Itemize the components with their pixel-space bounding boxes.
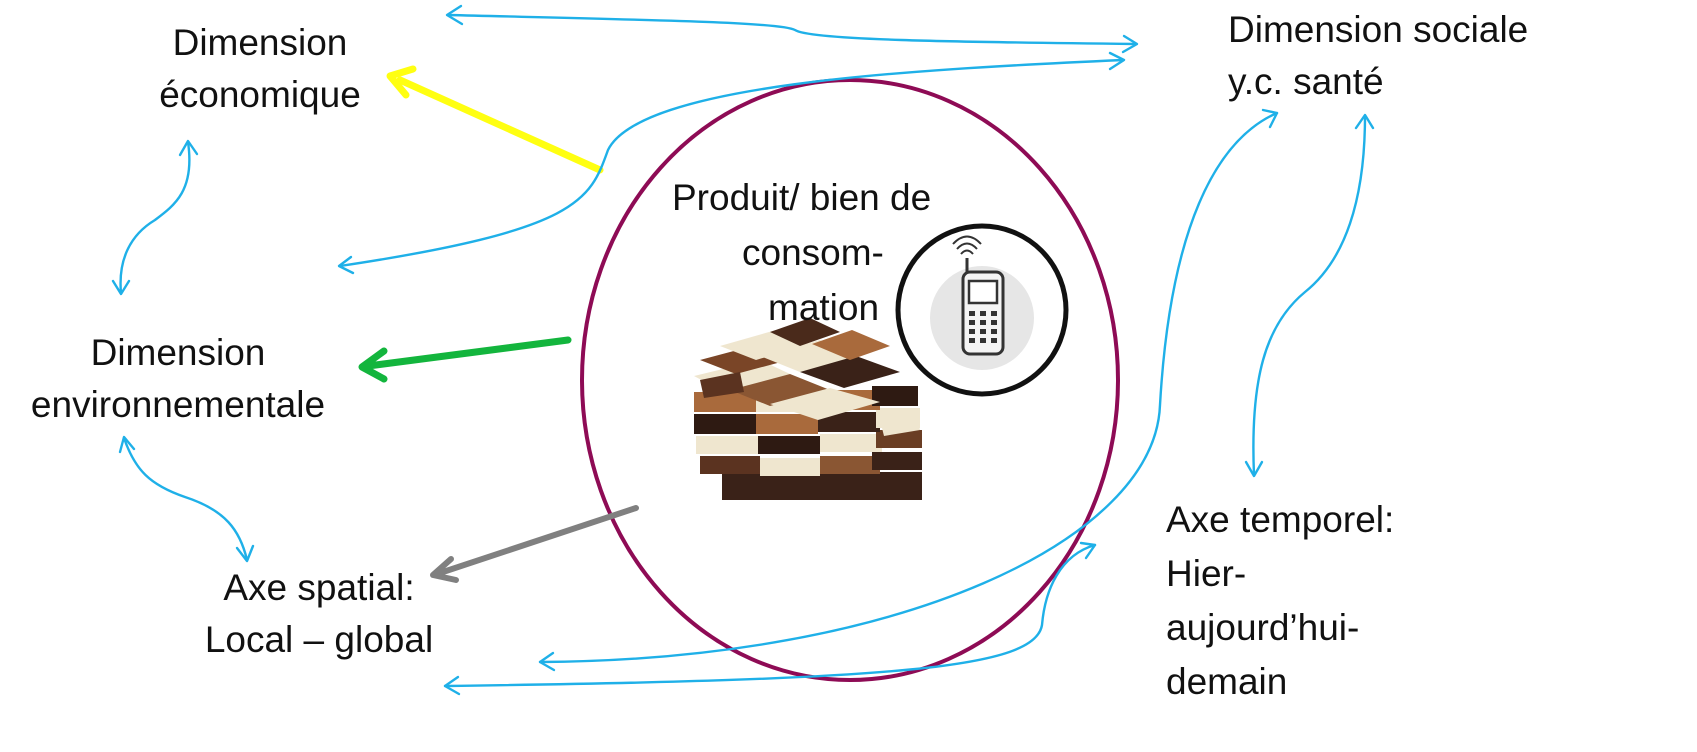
spatial-axis-label: Axe spatial: Local – global	[190, 562, 448, 666]
connector-social-spatial	[538, 108, 1279, 672]
product-label-line-3: mation	[768, 287, 880, 328]
connector-social-temporal	[1244, 113, 1375, 478]
social-dimension-label: Dimension sociale y.c. santé	[1228, 4, 1528, 108]
economic-label-line-2: économique	[159, 74, 361, 115]
connector-environmental-social	[337, 51, 1126, 275]
economic-dimension-label: Dimension économique	[150, 17, 370, 121]
spatial-label-line-2: Local – global	[204, 619, 434, 660]
social-label-line-2: y.c. santé	[1228, 61, 1384, 102]
spatial-arrow	[430, 505, 639, 583]
product-label-line-2: consom-	[742, 232, 884, 273]
temporal-label-line-1: Axe temporel:	[1166, 499, 1395, 540]
connector-economic-social	[445, 4, 1139, 54]
economic-label-line-1: Dimension	[172, 22, 348, 63]
product-circle	[580, 78, 1120, 682]
environmental-arrow	[358, 336, 572, 383]
spatial-label-line-1: Axe spatial:	[223, 567, 415, 608]
temporal-label-line-2: Hier-	[1166, 553, 1247, 594]
connector-temporal-spatial	[443, 541, 1097, 696]
temporal-label-line-4: demain	[1166, 661, 1288, 702]
environmental-label-line-2: environnementale	[30, 384, 326, 425]
phone-icon	[895, 223, 1069, 397]
product-label: Produit/ bien de consom- mation	[672, 170, 972, 335]
temporal-label-line-3: aujourd’hui-	[1166, 607, 1360, 648]
economic-arrow	[386, 65, 604, 174]
connector-economic-environmental	[111, 139, 199, 296]
temporal-axis-label: Axe temporel: Hier- aujourd’hui- demain	[1166, 493, 1394, 709]
environmental-dimension-label: Dimension environnementale	[8, 327, 348, 431]
product-label-line-1: Produit/ bien de	[672, 177, 932, 218]
chocolate-image	[694, 318, 922, 500]
environmental-label-line-1: Dimension	[90, 332, 266, 373]
social-label-line-1: Dimension sociale	[1228, 9, 1529, 50]
connector-environmental-spatial	[118, 435, 255, 563]
